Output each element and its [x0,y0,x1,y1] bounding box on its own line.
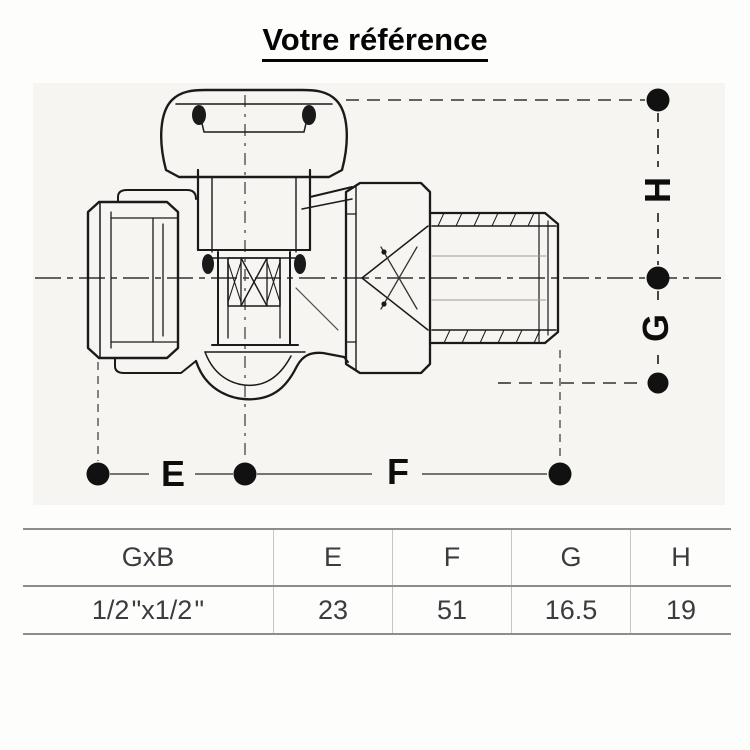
page-title-text: Votre référence [262,22,488,62]
dimensions-table: GxB E F G H 1/2 "x1/2 " 23 51 16.5 19 [23,528,731,635]
dot-center [646,266,670,290]
table-cell-g: 16.5 [511,587,630,633]
packing-gland [196,168,312,353]
table-cell-f: 51 [392,587,511,633]
dot-e-left [86,462,110,486]
dimension-dots [86,88,670,486]
dim-label-f: F [387,451,409,492]
table-cell-h: 19 [630,587,731,633]
dot-e-f [233,462,257,486]
page-title: Votre référence [0,22,750,62]
cap-seal-right [302,105,316,125]
table-header-g: G [511,530,630,585]
dimension-leader-lines [110,99,659,475]
dot-g-bottom [647,372,669,394]
left-female-fitting [86,189,197,374]
table-cell-gxb: 1/2 "x1/2 " [91,594,205,625]
table-cell-e: 23 [273,587,392,633]
table-header-e: E [273,530,392,585]
table-header-f: F [392,530,511,585]
male-tailpiece [428,211,560,345]
dim-label-e: E [160,453,185,494]
table-data-row: 1/2 "x1/2 " 23 51 16.5 19 [23,587,731,635]
table-header-gxb: GxB [121,542,175,572]
table-header-row: GxB E F G H [23,530,731,587]
dim-label-h: H [637,177,678,203]
dot-f-right [548,462,572,486]
cap-seal-left [192,105,206,125]
diagram-background [33,83,725,505]
valve-drawing [86,88,560,401]
bonnet-cap [160,88,348,179]
table-header-h: H [630,530,731,585]
construction-dashed-lines [97,95,561,461]
valve-body [194,186,353,401]
union-nut [344,181,432,375]
valve-cross-section-diagram [33,83,725,505]
dot-h-top [646,88,670,112]
dim-label-g: G [635,314,676,343]
